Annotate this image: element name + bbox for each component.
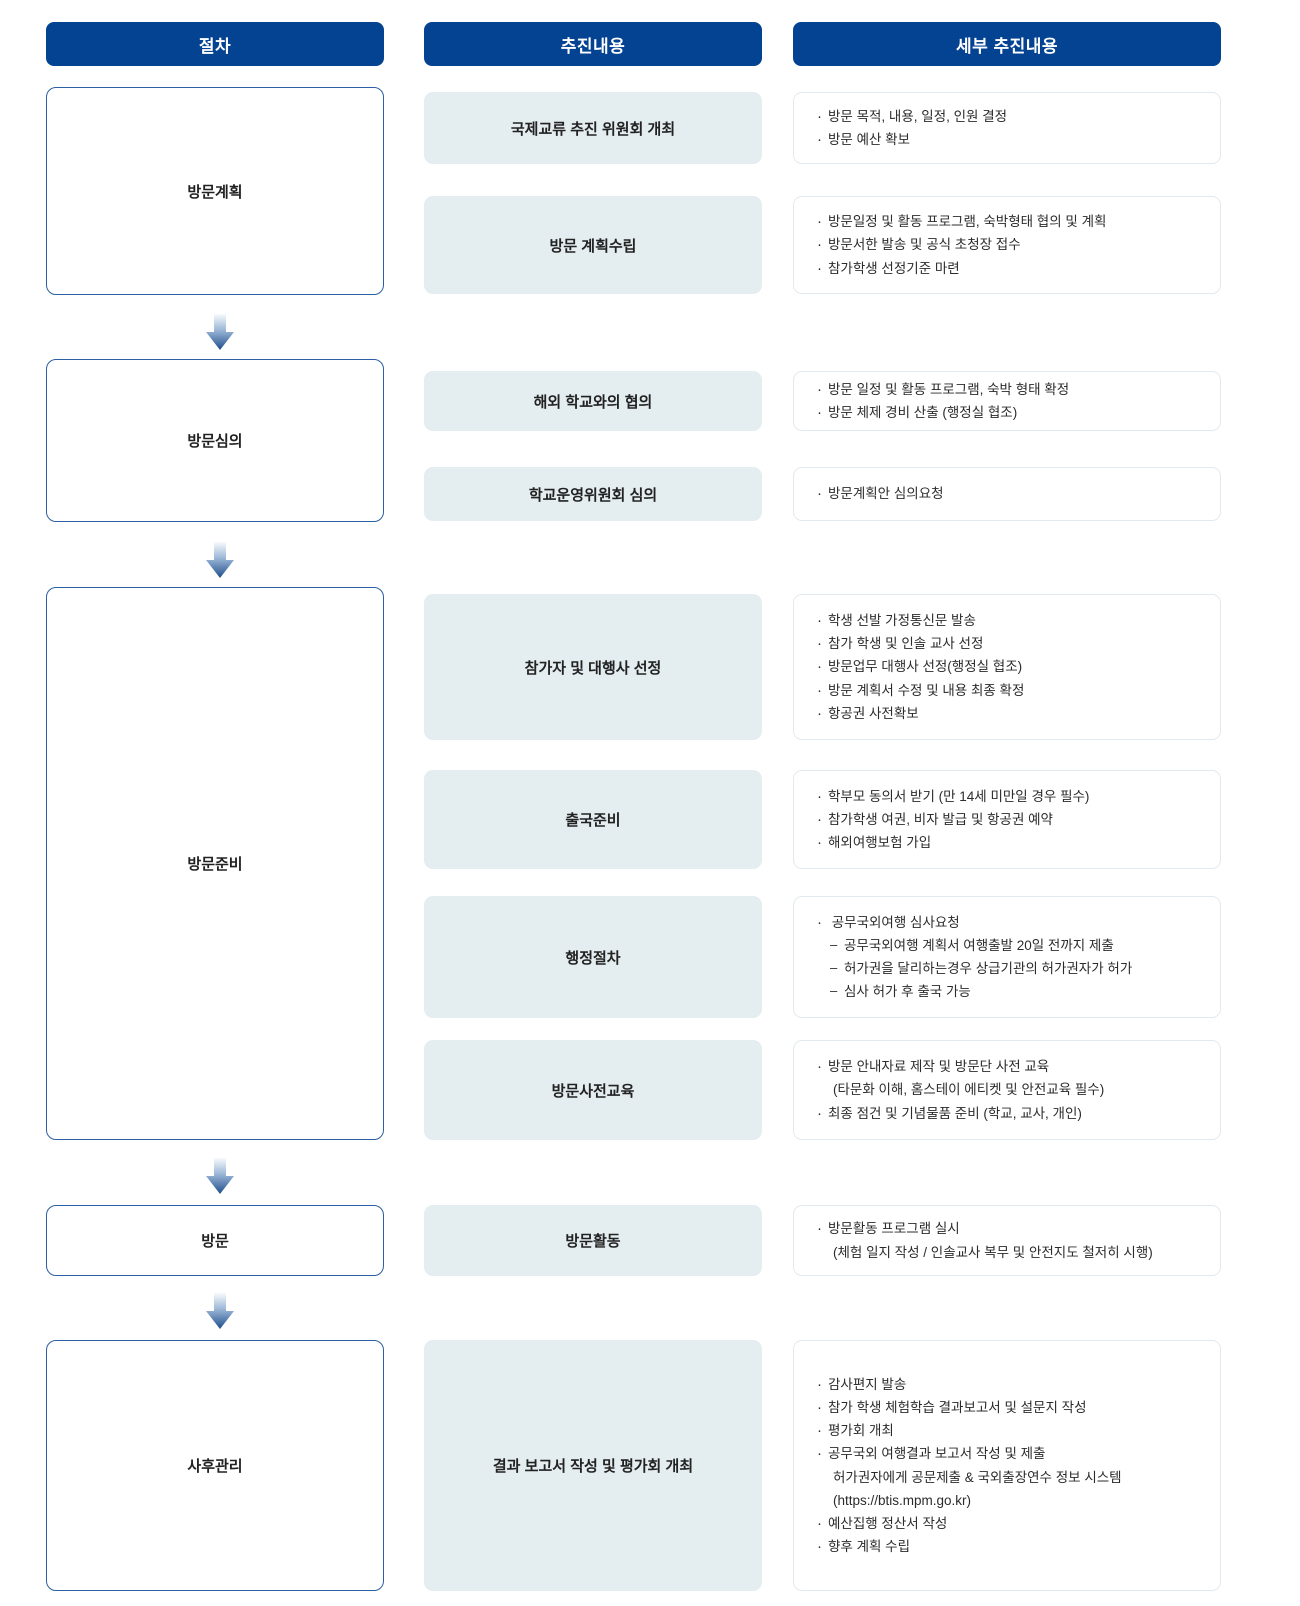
stage-box-1: 방문계획 [46,87,384,295]
detail-line: 방문업무 대행사 선정(행정실 협조) [817,654,1206,680]
column-header-detail: 세부 추진내용 [793,22,1221,66]
detail-line: 감사편지 발송 [817,1372,1206,1398]
flow-arrow-down-icon-1 [203,313,237,351]
detail-line: 방문 일정 및 활동 프로그램, 숙박 형태 확정 [817,377,1206,403]
detail-line: 방문활동 프로그램 실시 [817,1216,1206,1242]
plan-box-1: 국제교류 추진 위원회 개최 [424,92,762,164]
plan-box-8: 방문사전교육 [424,1040,762,1140]
detail-line-continuation: 허가권자에게 공문제출 & 국외출장연수 정보 시스템 [833,1469,1122,1485]
plan-label: 국제교류 추진 위원회 개최 [510,120,676,138]
plan-label: 해외 학교와의 협의 [533,393,653,411]
stage-label: 방문 [201,1233,229,1250]
detail-subline: 허가권을 달리하는경우 상급기관의 허가권자가 허가 [828,957,1206,980]
detail-line: 참가 학생 및 인솔 교사 선정 [817,631,1206,657]
detail-line: 방문 예산 확보 [817,127,1206,153]
plan-box-9: 방문활동 [424,1205,762,1276]
detail-line-url: (https://btis.mpm.go.kr) [833,1492,972,1508]
flow-arrow-down-icon-4 [203,1292,237,1330]
detail-subline: 심사 허가 후 출국 가능 [828,980,1206,1003]
detail-line: 해외여행보험 가입 [817,830,1206,856]
detail-line: 참가 학생 체험학습 결과보고서 및 설문지 작성 [817,1395,1206,1421]
stage-label: 방문준비 [187,856,243,873]
column-header-procedure: 절차 [46,22,384,66]
stage-box-3: 방문준비 [46,587,384,1140]
plan-box-7: 행정절차 [424,896,762,1018]
detail-line: 학부모 동의서 받기 (만 14세 미만일 경우 필수) [817,784,1206,810]
plan-box-4: 학교운영위원회 심의 [424,467,762,521]
plan-box-6: 출국준비 [424,770,762,869]
detail-line: 학생 선발 가정통신문 발송 [817,608,1206,634]
flow-arrow-down-icon-3 [203,1157,237,1195]
column-header-plan: 추진내용 [424,22,762,66]
plan-label: 방문활동 [565,1233,621,1250]
detail-line: 향후 계획 수립 [817,1534,1206,1560]
detail-line: 방문 체제 경비 산출 (행정실 협조) [817,400,1206,426]
detail-line: 예산집행 정산서 작성 [817,1511,1206,1537]
detail-line: 평가회 개최 [817,1418,1206,1444]
detail-line: 공무국외 여행결과 보고서 작성 및 제출 [817,1441,1206,1467]
detail-box-3: 방문 일정 및 활동 프로그램, 숙박 형태 확정 방문 체제 경비 산출 (행… [793,371,1221,431]
detail-box-2: 방문일정 및 활동 프로그램, 숙박형태 협의 및 계획 방문서한 발송 및 공… [793,196,1221,294]
detail-line: 방문 안내자료 제작 및 방문단 사전 교육 [817,1054,1206,1080]
detail-line: 방문일정 및 활동 프로그램, 숙박형태 협의 및 계획 [817,209,1206,235]
stage-box-2: 방문심의 [46,359,384,522]
plan-label: 참가자 및 대행사 선정 [524,659,662,677]
detail-line: 방문계획안 심의요청 [817,481,1206,507]
plan-label: 학교운영위원회 심의 [528,486,658,504]
plan-box-2: 방문 계획수립 [424,196,762,294]
detail-line: 항공권 사전확보 [817,701,1206,727]
plan-box-10: 결과 보고서 작성 및 평가회 개최 [424,1340,762,1591]
detail-box-8: 방문 안내자료 제작 및 방문단 사전 교육 (타문화 이해, 홈스테이 에티켓… [793,1040,1221,1140]
flow-arrow-down-icon-2 [203,541,237,579]
detail-line: 방문 목적, 내용, 일정, 인원 결정 [817,104,1206,130]
detail-box-5: 학생 선발 가정통신문 발송 참가 학생 및 인솔 교사 선정 방문업무 대행사… [793,594,1221,740]
plan-box-5: 참가자 및 대행사 선정 [424,594,762,740]
plan-label: 방문 계획수립 [549,237,637,255]
detail-line: 방문서한 발송 및 공식 초청장 접수 [817,232,1206,258]
detail-box-4: 방문계획안 심의요청 [793,467,1221,521]
detail-box-1: 방문 목적, 내용, 일정, 인원 결정 방문 예산 확보 [793,92,1221,164]
detail-line: 최종 점건 및 기념물품 준비 (학교, 교사, 개인) [817,1101,1206,1127]
detail-line: 참가학생 여권, 비자 발급 및 항공권 예약 [817,807,1206,833]
detail-box-7: 공무국외여행 심사요청 공무국외여행 계획서 여행출발 20일 전까지 제출 허… [793,896,1221,1018]
detail-line-continuation: (타문화 이해, 홈스테이 에티켓 및 안전교육 필수) [833,1082,1105,1098]
stage-box-4: 방문 [46,1205,384,1276]
detail-subline: 공무국외여행 계획서 여행출발 20일 전까지 제출 [828,934,1206,957]
detail-box-6: 학부모 동의서 받기 (만 14세 미만일 경우 필수) 참가학생 여권, 비자… [793,770,1221,869]
plan-label: 결과 보고서 작성 및 평가회 개최 [492,1458,694,1475]
stage-label: 사후관리 [187,1458,243,1475]
detail-line: 방문 계획서 수정 및 내용 최종 확정 [817,678,1206,704]
stage-label: 방문심의 [187,433,243,450]
detail-line-continuation: (체험 일지 작성 / 인솔교사 복무 및 안전지도 철저히 시행) [833,1244,1153,1260]
plan-label: 행정절차 [565,949,621,967]
stage-box-5: 사후관리 [46,1340,384,1591]
detail-line: 공무국외여행 심사요청 [817,910,1206,936]
plan-label: 출국준비 [565,812,621,829]
detail-box-10: 감사편지 발송 참가 학생 체험학습 결과보고서 및 설문지 작성 평가회 개최… [793,1340,1221,1591]
stage-label: 방문계획 [187,183,243,201]
plan-box-3: 해외 학교와의 협의 [424,371,762,431]
detail-line: 참가학생 선정기준 마련 [817,256,1206,282]
plan-label: 방문사전교육 [551,1082,635,1100]
detail-box-9: 방문활동 프로그램 실시 (체험 일지 작성 / 인솔교사 복무 및 안전지도 … [793,1205,1221,1276]
